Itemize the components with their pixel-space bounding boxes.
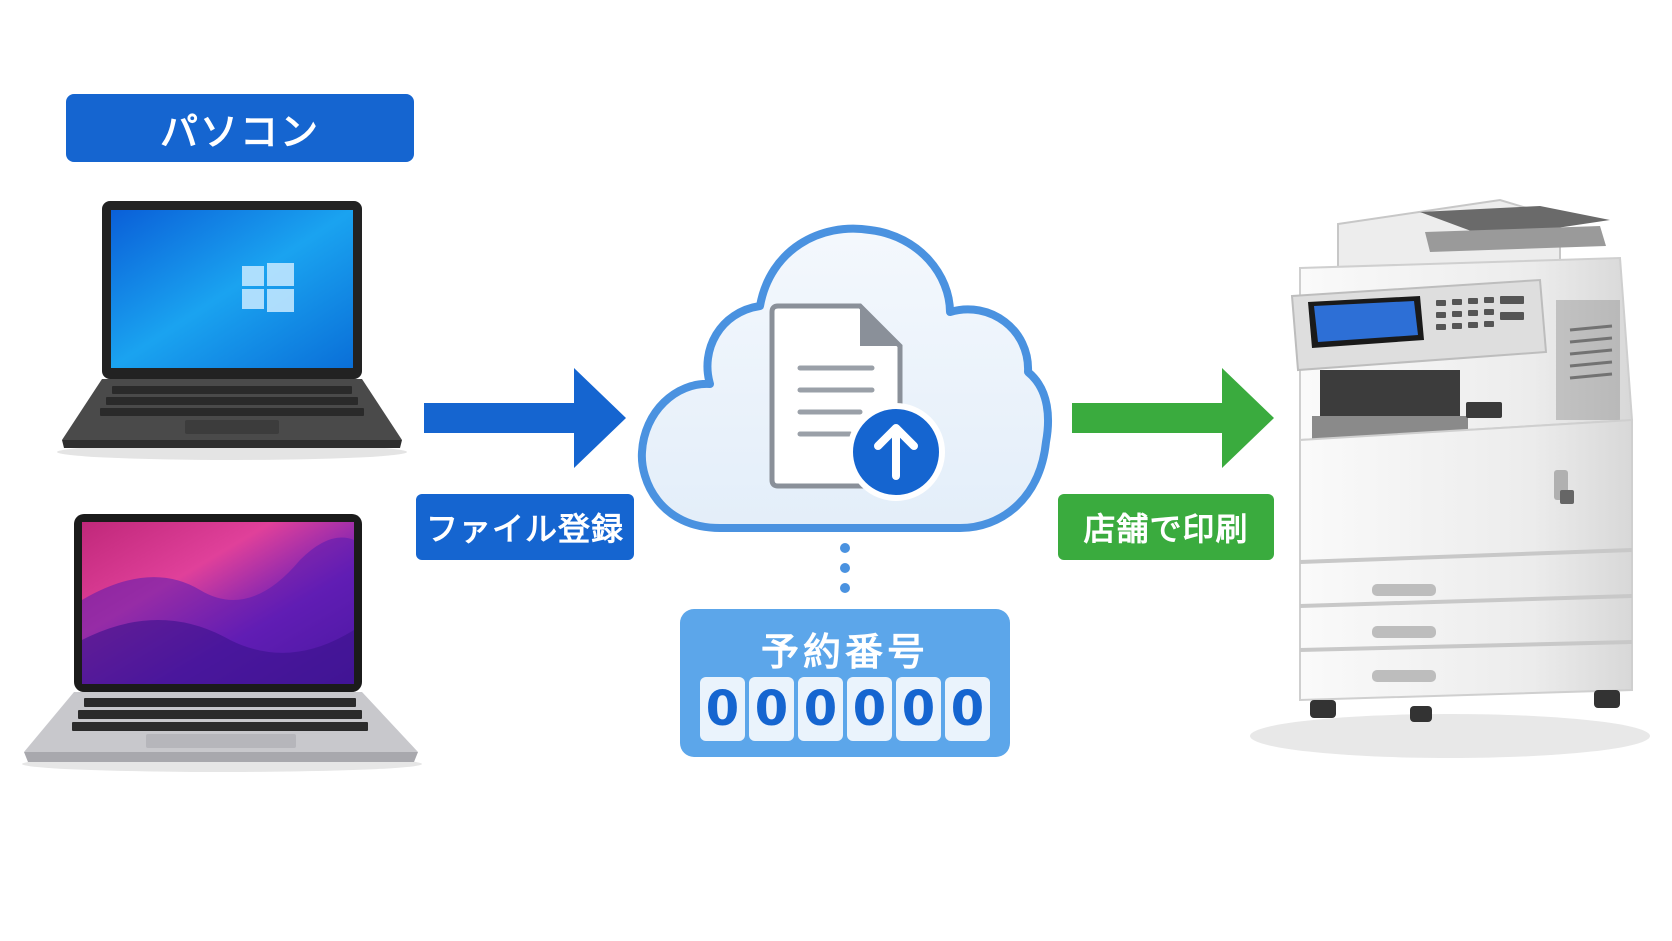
store-print-label: 店舗で印刷 <box>1058 494 1274 560</box>
reservation-digit: 0 <box>798 677 843 741</box>
windows-logo-icon <box>242 263 294 312</box>
reservation-number-digits: 0 0 0 0 0 0 <box>700 677 990 741</box>
windows-laptop-icon <box>57 201 407 460</box>
reservation-number-box: 予約番号 0 0 0 0 0 0 <box>680 609 1010 757</box>
reservation-digit: 0 <box>896 677 941 741</box>
file-upload-label-text: ファイル登録 <box>425 510 624 548</box>
arrow-right-green-icon <box>1072 368 1274 468</box>
store-print-label-text: 店舗で印刷 <box>1083 510 1249 548</box>
pc-label: パソコン <box>66 94 414 162</box>
reservation-digit: 0 <box>700 677 745 741</box>
multifunction-printer-icon <box>1250 198 1650 758</box>
dotted-connector <box>840 543 850 593</box>
reservation-digit: 0 <box>847 677 892 741</box>
reservation-number-title: 予約番号 <box>760 630 929 674</box>
file-upload-label: ファイル登録 <box>416 494 634 560</box>
reservation-digit: 0 <box>749 677 794 741</box>
reservation-digit: 0 <box>945 677 990 741</box>
arrow-right-blue-icon <box>424 368 626 468</box>
macbook-icon <box>22 514 422 772</box>
pc-label-text: パソコン <box>159 109 320 154</box>
upload-arrow-icon <box>847 403 945 501</box>
